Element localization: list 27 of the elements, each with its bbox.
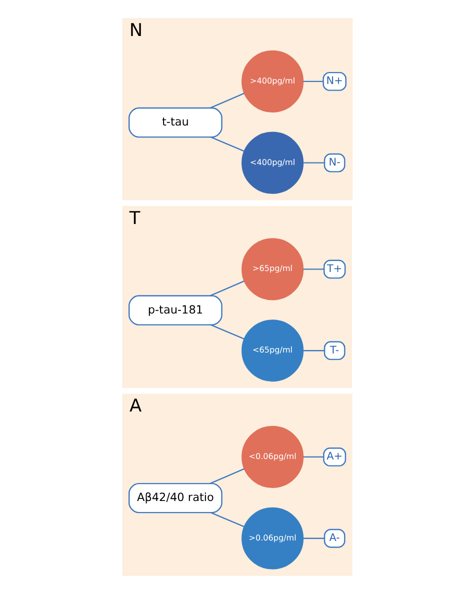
node-box: N- (323, 153, 345, 172)
node-circle: >65pg/ml (241, 238, 304, 300)
connector (210, 512, 244, 528)
node-box: Aβ42/40 ratio (128, 482, 222, 514)
node-box: t-tau (128, 107, 222, 138)
connector (302, 456, 324, 458)
node-box: T- (323, 341, 345, 360)
connector (302, 80, 323, 82)
node-box: T+ (323, 260, 346, 279)
node-circle: <0.06pg/ml (241, 426, 304, 488)
connector (210, 136, 244, 152)
node-circle: <65pg/ml (241, 320, 304, 382)
connector (302, 268, 324, 270)
node-box: A+ (322, 447, 346, 466)
connector (302, 350, 324, 352)
node-circle: >400pg/ml (241, 50, 304, 112)
connector (302, 162, 324, 164)
connector (209, 92, 244, 108)
node-box: A- (323, 528, 345, 548)
node-circle: <400pg/ml (241, 132, 304, 194)
connector (210, 324, 244, 340)
node-circle: >0.06pg/ml (241, 507, 304, 570)
node-box: N+ (322, 72, 346, 91)
connector (209, 280, 244, 296)
connector (302, 538, 324, 539)
connector (209, 468, 244, 484)
node-box: p-tau-181 (128, 295, 222, 326)
